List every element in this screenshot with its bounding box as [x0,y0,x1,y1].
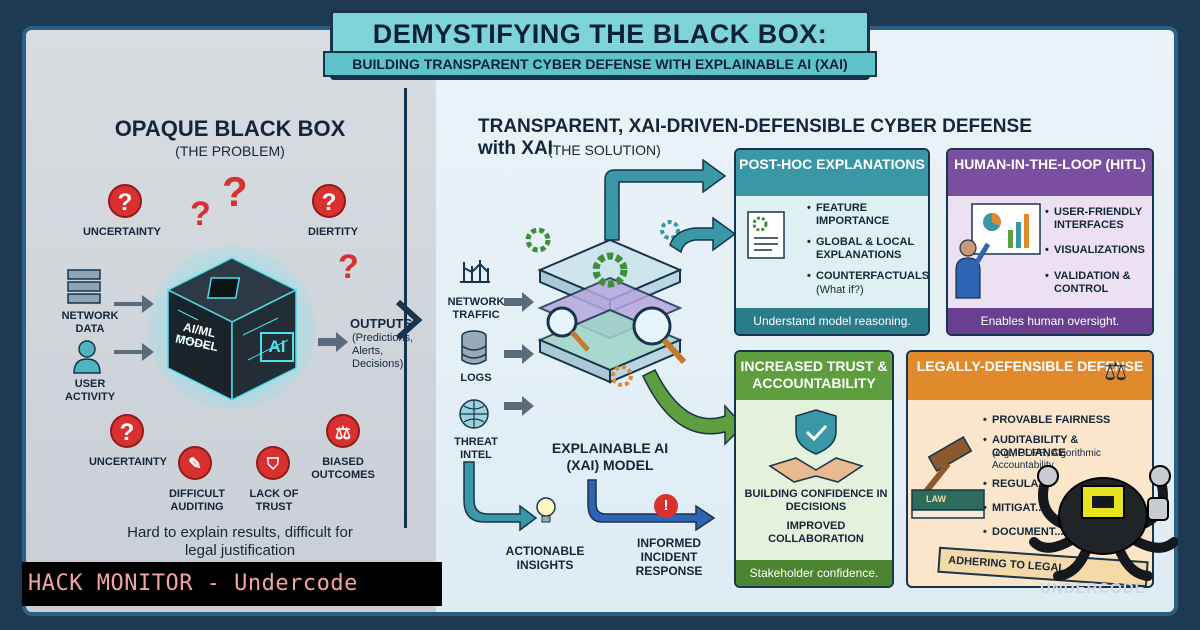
xai-model-stack-icon [525,220,687,387]
label-uncertainty-bottom: UNCERTAINTY [88,456,167,468]
card-hitl-title: HUMAN-IN-THE-LOOP (HITL) [948,150,1152,196]
card-hitl-footer: Enables human oversight. [948,308,1152,334]
label-uncertainty: UNCERTAINTY [82,226,161,238]
input-arrows [114,295,154,361]
title-banner: DEMYSTIFYING THE BLACK BOX: BUILDING TRA… [323,10,877,80]
problem-caption: Hard to explain results, difficult for l… [127,524,353,559]
output-flow-arrows [463,461,716,532]
informed-incident-response: INFORMED INCIDENT RESPONSE [635,536,703,578]
database-icon [461,330,487,365]
hitl-bullet: VISUALIZATIONS [1045,244,1152,257]
xai-input-arrows [504,292,534,416]
solution-heading: TRANSPARENT, XAI-DRIVEN-DEFENSIBLE CYBER… [478,116,1032,159]
server-icon [67,269,101,304]
label-logs: LOGS [460,372,492,384]
xai-model-label: EXPLAINABLE AI (XAI) MODEL [551,440,669,473]
globe-icon [459,399,489,429]
hitl-bullet: VALIDATION & CONTROL [1045,270,1152,296]
actionable-insights: ACTIONABLE INSIGHTS [505,544,585,572]
title-sub-band: BUILDING TRANSPARENT CYBER DEFENSE WITH … [323,51,877,77]
card-trust-title: INCREASED TRUST & ACCOUNTABILITY [736,352,892,400]
black-box-cube-icon [148,246,316,410]
brand-logo: UNDERCODE [1040,580,1146,597]
posthoc-bullet: COUNTERFACTUALS [807,270,928,283]
card-posthoc-footer: Understand model reasoning. [736,308,928,334]
flow-arrows [604,158,745,446]
card-legal-title: LEGALLY-DEFENSIBLE DEFENSE [908,352,1152,400]
legal-bullet: REGULAT... [983,478,1072,491]
output-arrow [318,332,348,352]
legal-bullet: MITIGAT... [983,502,1072,515]
label-dierity: DIERTITY [307,226,359,238]
document-icon: ✎ [178,446,212,480]
legal-compliance-note: (e.g., GDPR, Algorithmic Accountability [992,448,1101,471]
question-mark-icon: ? [190,195,211,233]
trust-line-collaboration: IMPROVED COLLABORATION [768,520,864,545]
trust-line-confidence: BUILDING CONFIDENCE IN DECISIONS [744,488,888,513]
broken-shield-icon: ⛉ [256,446,290,480]
label-network-data: NETWORK DATA [61,310,119,335]
title-main: DEMYSTIFYING THE BLACK BOX: [372,19,828,49]
question-mark-icon: ? [222,168,248,215]
card-trust: INCREASED TRUST & ACCOUNTABILITY BUILDIN… [734,350,894,588]
posthoc-note: (What if?) [816,284,864,296]
question-icon: ? [110,414,144,448]
label-difficult-auditing: DIFFICULT AUDITING [168,488,225,513]
divider-chevron-icon [395,300,423,340]
label-lack-of-trust: LACK OF TRUST [249,488,299,513]
label-network-traffic: NETWORK TRAFFIC [447,296,505,321]
label-user-activity: USER ACTIVITY [64,378,116,403]
scales-icon: ⚖ [326,414,360,448]
document-gear-icon [747,211,785,259]
question-icon: ? [108,184,142,218]
person-dashboard-icon [955,203,1041,299]
legal-bullet: DOCUMENT... [983,526,1072,539]
user-icon [73,340,101,374]
label-biased-outcomes: BIASED OUTCOMES [311,456,375,481]
watermark-banner: HACK MONITOR - Undercode [22,562,442,606]
scales-icon: ⚖ [1104,356,1128,386]
legal-bullet: PROVABLE FAIRNESS [983,414,1152,427]
lightbulb-icon [534,496,558,524]
outputs-detail: (Predictions, Alerts, Decisions) [352,332,414,370]
posthoc-bullet: FEATURE IMPORTANCE [807,202,926,228]
problem-subheading: (THE PROBLEM) [175,143,285,159]
octopus-mascot-icon [1029,465,1178,581]
problem-heading: OPAQUE BLACK BOX [114,116,346,141]
alert-icon: ! [654,494,678,518]
handshake-shield-icon [768,409,864,483]
network-graph-icon [460,260,490,283]
ai-badge: AI [260,332,294,362]
card-posthoc-title: POST-HOC EXPLANATIONS [736,150,928,196]
law-book-label: LAW [926,494,946,504]
legal-bullet: AUDITABILITY & COMPLIANCE [983,434,1152,460]
card-posthoc: POST-HOC EXPLANATIONS FEATURE IMPORTANCE… [734,148,930,336]
hitl-bullet: USER-FRIENDLY INTERFACES [1045,206,1152,232]
card-trust-footer: Stakeholder confidence. [736,560,892,586]
question-icon: ? [312,184,346,218]
outputs-label: OUTPUTS [350,316,413,331]
label-threat-intel: THREAT INTEL [454,436,498,461]
title-sub: BUILDING TRANSPARENT CYBER DEFENSE WITH … [352,56,848,72]
posthoc-bullet: GLOBAL & LOCAL EXPLANATIONS [807,236,926,262]
card-hitl: HUMAN-IN-THE-LOOP (HITL) USER-FRIENDLY I… [946,148,1154,336]
solution-subheading: (THE SOLUTION) [548,142,661,158]
gavel-book-icon [911,436,985,519]
question-mark-icon: ? [338,248,359,286]
